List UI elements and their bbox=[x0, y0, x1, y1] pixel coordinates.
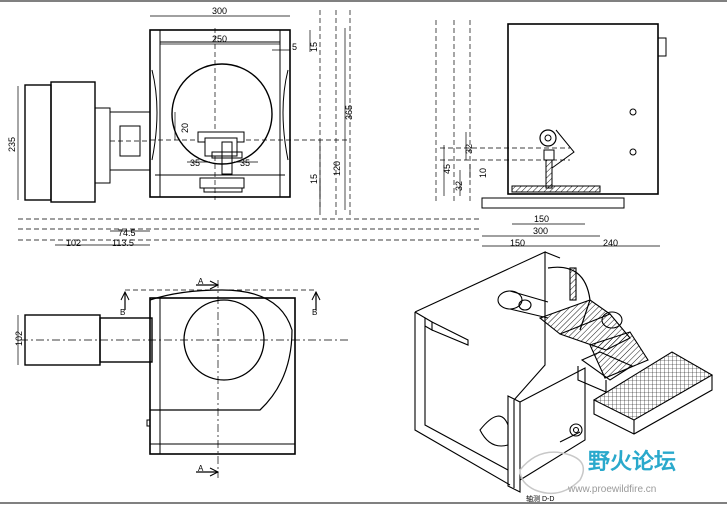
dim-240: 240 bbox=[603, 238, 618, 248]
section-mark-b-left: B bbox=[120, 308, 125, 317]
dim-250-front: 250 bbox=[212, 34, 227, 44]
dim-300-side: 300 bbox=[533, 226, 548, 236]
watermark-title: 野火论坛 bbox=[588, 449, 676, 475]
flame-logo-icon bbox=[519, 451, 585, 495]
dim-35-right: 35 bbox=[240, 158, 250, 168]
dim-74-5: 74.5 bbox=[118, 228, 136, 238]
dim-45: 45 bbox=[442, 164, 452, 174]
side-view-dimensions: 32 45 10 32 150 300 150 240 bbox=[442, 144, 618, 248]
section-mark-a-bottom: A bbox=[198, 464, 204, 473]
dim-235: 235 bbox=[7, 137, 17, 152]
top-view-labels: 102 A A B B bbox=[14, 277, 317, 473]
dim-15-top: 15 bbox=[309, 42, 319, 52]
watermark: 野火论坛 www.proewildfire.cn bbox=[519, 449, 676, 495]
section-mark-b-right: B bbox=[312, 308, 317, 317]
watermark-url: www.proewildfire.cn bbox=[567, 484, 656, 495]
side-view bbox=[435, 20, 667, 247]
iso-view-caption: 轴测 D-D bbox=[526, 494, 554, 503]
dim-300-front: 300 bbox=[212, 6, 227, 16]
dim-120: 120 bbox=[332, 161, 342, 176]
section-mark-a-top: A bbox=[198, 277, 204, 286]
dim-5: 5 bbox=[292, 42, 297, 52]
dim-35-left: 35 bbox=[190, 158, 200, 168]
dim-113-5: 113.5 bbox=[112, 238, 134, 248]
top-view bbox=[17, 280, 350, 478]
dim-32-upper: 32 bbox=[464, 144, 474, 154]
dim-10: 10 bbox=[478, 168, 488, 178]
dim-150-side: 150 bbox=[510, 238, 525, 248]
dim-20: 20 bbox=[180, 123, 190, 133]
front-view bbox=[17, 10, 480, 246]
dim-102-top: 102 bbox=[14, 331, 24, 346]
dim-365: 365 bbox=[344, 105, 354, 120]
dim-102-front: 102 bbox=[66, 238, 81, 248]
isometric-view bbox=[414, 251, 714, 493]
dim-32-lower: 32 bbox=[454, 181, 464, 191]
dim-15-bottom: 15 bbox=[309, 174, 319, 184]
dim-150-inner: 150 bbox=[534, 214, 549, 224]
front-view-dimensions: 300 250 5 15 365 235 20 35 35 120 15 74.… bbox=[7, 6, 354, 248]
